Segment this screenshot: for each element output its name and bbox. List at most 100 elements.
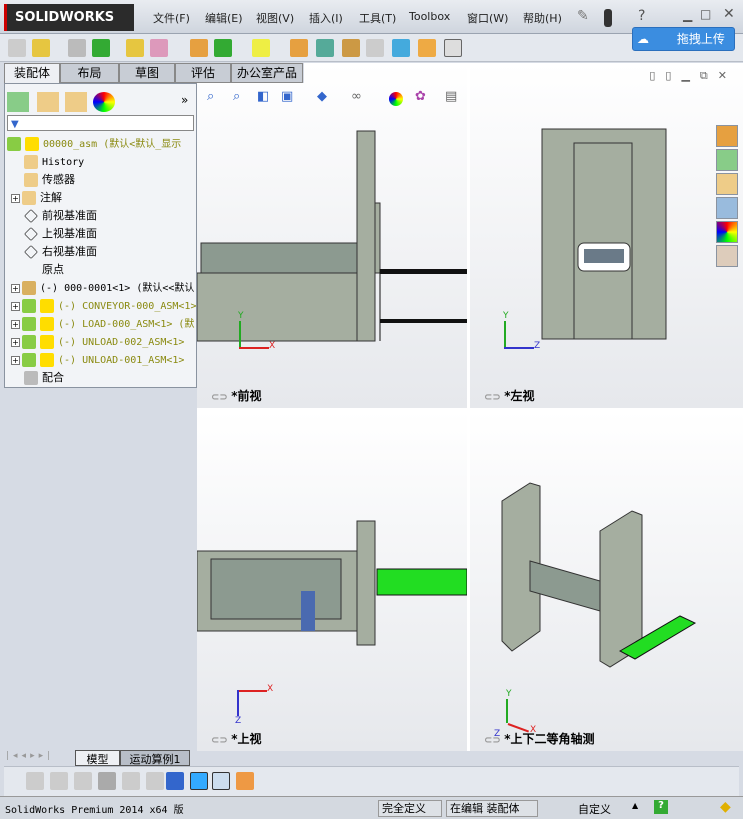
graphics-area[interactable]: ⌕ ⌕ ◧ ▣ ◆ ∞ ✿ ▤ Y X ⊂⊃ *前视 ▯▯▁⧉✕ Y Z ⊂⊃ … — [197, 63, 743, 751]
expand-icon[interactable]: + — [11, 355, 20, 365]
pin-icon[interactable]: ✎ — [577, 8, 589, 24]
tree-root[interactable]: 00000_asm (默认<默认_显示 — [7, 135, 181, 153]
help-icon[interactable]: ? — [638, 8, 646, 24]
rotate-icon[interactable] — [74, 772, 92, 790]
layers-icon[interactable] — [50, 772, 68, 790]
display-style-icon[interactable]: ∞ — [351, 89, 362, 104]
tree-item[interactable]: +(-) 000-0001<1> (默认<<默认 — [11, 281, 195, 295]
menu-edit[interactable]: 编辑(E) — [205, 12, 243, 25]
tab-layout[interactable]: 布局 — [60, 63, 119, 83]
units-selector[interactable]: 自定义 — [578, 803, 611, 816]
reference-geometry-icon[interactable] — [252, 39, 270, 57]
tab-motion-study[interactable]: 运动算例1 — [120, 750, 190, 766]
explode-icon[interactable] — [316, 39, 334, 57]
tab-assembly[interactable]: 装配体 — [4, 63, 60, 83]
tag-icon[interactable]: ◆ — [720, 799, 731, 815]
feature-manager-tab[interactable] — [7, 92, 29, 112]
previous-view-icon[interactable]: ◧ — [257, 89, 270, 104]
bom-icon[interactable] — [418, 39, 436, 57]
open-icon[interactable] — [32, 39, 50, 57]
tree-item[interactable]: History — [11, 153, 84, 171]
tab-scroll-arrows[interactable]: |◂◂▸▸| — [6, 751, 55, 761]
tab-office-products[interactable]: 办公室产品 — [231, 63, 303, 83]
menu-tools[interactable]: 工具(T) — [359, 12, 397, 25]
solidworks-logo[interactable]: SOLIDWORKS — [4, 4, 134, 31]
assembly-feature-icon[interactable] — [214, 39, 232, 57]
viewport-top[interactable]: X Z ⊂⊃ *上视 — [197, 411, 467, 751]
minimize-icon[interactable]: ▁ — [683, 8, 693, 22]
menu-toolbox[interactable]: Toolbox — [409, 10, 451, 23]
swap-icon[interactable] — [146, 772, 164, 790]
tree-item[interactable]: 前视基准面 — [11, 207, 97, 225]
3d-view-icon[interactable] — [190, 772, 208, 790]
mate-icon[interactable] — [150, 39, 168, 57]
viewport-window-controls[interactable]: ▯▯▁⧉✕ — [649, 69, 737, 82]
list-icon[interactable] — [98, 772, 116, 790]
tree-item[interactable]: +(-) LOAD-000_ASM<1> (默 — [11, 317, 195, 331]
expand-icon[interactable]: + — [11, 319, 20, 329]
viewport-isometric[interactable]: Y X Z ⊂⊃ *上下二等角轴测 — [470, 411, 743, 751]
measure-icon[interactable] — [392, 39, 410, 57]
view-settings-icon[interactable]: ▤ — [445, 89, 458, 104]
menu-file[interactable]: 文件(F) — [153, 12, 190, 25]
tree-item[interactable]: 右视基准面 — [11, 243, 97, 261]
tab-sketch[interactable]: 草图 — [119, 63, 175, 83]
configuration-manager-tab[interactable] — [65, 92, 87, 112]
render-icon[interactable] — [236, 772, 254, 790]
maximize-icon[interactable]: □ — [700, 7, 712, 21]
pattern-icon[interactable] — [92, 39, 110, 57]
scene-icon[interactable]: ✿ — [415, 89, 426, 104]
view-palette-icon[interactable] — [716, 197, 738, 219]
axis-icon[interactable] — [166, 772, 184, 790]
upload-button[interactable]: ☁ 拖拽上传 — [632, 27, 735, 51]
menu-help[interactable]: 帮助(H) — [523, 12, 562, 25]
tree-item[interactable]: 上视基准面 — [11, 225, 97, 243]
expand-icon[interactable]: + — [11, 301, 20, 311]
zoom-fit-icon[interactable]: ⌕ — [207, 89, 215, 104]
menu-window[interactable]: 窗口(W) — [467, 12, 509, 25]
expand-arrow-icon[interactable]: » — [181, 93, 189, 107]
tree-item[interactable]: 配合 — [11, 369, 64, 387]
menu-view[interactable]: 视图(V) — [256, 12, 295, 25]
expand-icon[interactable]: + — [11, 193, 20, 203]
tree-item[interactable]: +(-) UNLOAD-002_ASM<1> — [11, 335, 185, 349]
tab-model[interactable]: 模型 — [75, 750, 120, 766]
appearance-icon[interactable] — [389, 92, 403, 106]
filter-input[interactable]: ▼ — [7, 115, 194, 131]
zoom-area-icon[interactable]: ⌕ — [233, 89, 241, 104]
gear-icon[interactable] — [290, 39, 308, 57]
solidworks-resources-icon[interactable] — [716, 125, 738, 147]
attach-icon[interactable] — [68, 39, 86, 57]
viewport-front[interactable]: ⌕ ⌕ ◧ ▣ ◆ ∞ ✿ ▤ Y X ⊂⊃ *前视 — [197, 63, 467, 408]
edit-icon[interactable] — [26, 772, 44, 790]
table-icon[interactable] — [212, 772, 230, 790]
tree-item[interactable]: 传感器 — [11, 171, 75, 189]
tree-item[interactable]: +(-) CONVEYOR-000_ASM<1> — [11, 299, 197, 313]
smart-fastener-icon[interactable] — [366, 39, 384, 57]
help-icon[interactable]: ? — [654, 800, 668, 814]
rebuild-light-icon[interactable] — [604, 9, 612, 27]
design-library-icon[interactable] — [716, 149, 738, 171]
grid-icon[interactable] — [122, 772, 140, 790]
menu-insert[interactable]: 插入(I) — [309, 12, 343, 25]
tree-item[interactable]: 原点 — [11, 261, 64, 279]
custom-properties-icon[interactable] — [716, 245, 738, 267]
expand-icon[interactable]: + — [11, 283, 20, 293]
document-icon[interactable] — [444, 39, 462, 57]
appearances-icon[interactable] — [716, 221, 738, 243]
viewport-left[interactable]: ▯▯▁⧉✕ Y Z ⊂⊃ *左视 — [470, 63, 743, 408]
insert-component-icon[interactable] — [126, 39, 144, 57]
units-arrow-icon[interactable]: ▲ — [632, 801, 639, 810]
display-manager-tab[interactable] — [93, 92, 115, 112]
file-explorer-icon[interactable] — [716, 173, 738, 195]
property-manager-tab[interactable] — [37, 92, 59, 112]
expand-icon[interactable]: + — [11, 337, 20, 347]
tree-item[interactable]: +(-) UNLOAD-001_ASM<1> — [11, 353, 185, 367]
interference-icon[interactable] — [342, 39, 360, 57]
move-component-icon[interactable] — [190, 39, 208, 57]
view-orientation-icon[interactable]: ◆ — [317, 89, 327, 104]
tab-evaluate[interactable]: 评估 — [175, 63, 231, 83]
section-view-icon[interactable]: ▣ — [281, 89, 294, 104]
tree-item[interactable]: +注解 — [11, 191, 62, 205]
new-icon[interactable] — [8, 39, 26, 57]
